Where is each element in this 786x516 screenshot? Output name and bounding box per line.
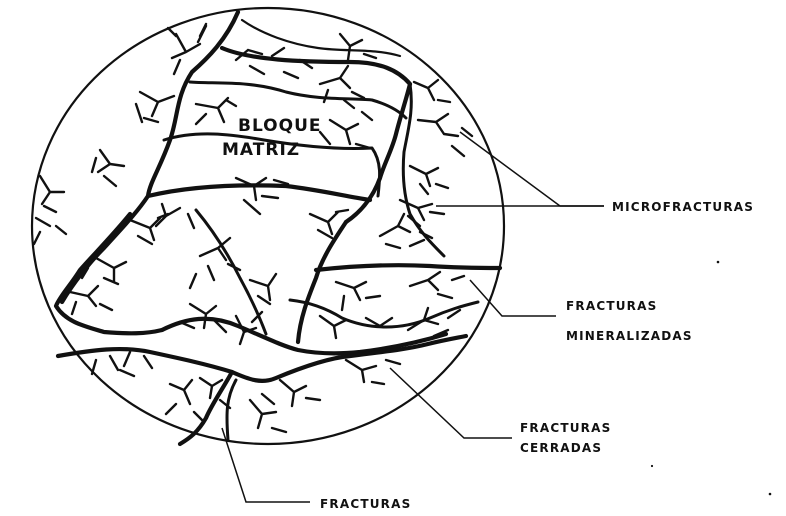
label-fracturas-cerradas-line1: FRACTURAS (520, 421, 611, 435)
matrix-label-line2: MATRIZ (222, 140, 300, 160)
speck (769, 493, 772, 496)
microfracture-branch (166, 380, 204, 422)
microfracture-branch (136, 92, 174, 122)
microfracture-branch (414, 80, 450, 102)
matrix-label-line1: BLOQUE (238, 116, 322, 136)
fracture-line (227, 380, 236, 440)
microfracture-branch (410, 166, 448, 194)
label-fracturas-cerradas-line2: CERRADAS (520, 441, 602, 455)
leader-line-microfracturas (460, 132, 604, 206)
microfracture-branch (340, 34, 376, 60)
microfracture-branch (196, 98, 236, 124)
fracture-line (403, 84, 444, 256)
microfracture-branch (70, 286, 112, 314)
label-microfracturas: MICROFRACTURAS (612, 200, 754, 214)
label-fracturas-mineralizadas-line1: FRACTURAS (566, 299, 657, 313)
speck (651, 465, 653, 467)
microfracture-branch (92, 352, 152, 376)
microfracture-branch (336, 282, 380, 310)
leader-line-cerradas (390, 368, 512, 438)
label-fracturas: FRACTURAS (320, 497, 411, 511)
speck (717, 261, 720, 264)
fracture-line (316, 265, 500, 270)
microfracture-branch (262, 380, 320, 406)
microfracture-branch (400, 200, 444, 226)
microfracture-branch (34, 176, 66, 244)
fracture-line (232, 336, 466, 381)
leader-line-fracturas (222, 428, 310, 502)
fracture-line (56, 214, 162, 333)
microfracture-branch (410, 272, 464, 298)
microfracture-branch (92, 150, 124, 186)
matrix-block-label: BLOQUE MATRIZ (222, 116, 322, 160)
microfracture-branch (250, 400, 286, 432)
microfracture-branch (250, 274, 276, 304)
microfracture-branch (320, 112, 372, 148)
fracture-line (242, 20, 400, 56)
fracture-network (56, 12, 500, 444)
label-fracturas-mineralizadas-line2: MINERALIZADAS (566, 329, 693, 343)
microfracture-branch (346, 360, 400, 384)
fracture-line (190, 82, 406, 118)
fracture-line (148, 185, 370, 200)
microfracture-branch (320, 66, 364, 108)
leader-line-mineralizadas (470, 280, 556, 316)
